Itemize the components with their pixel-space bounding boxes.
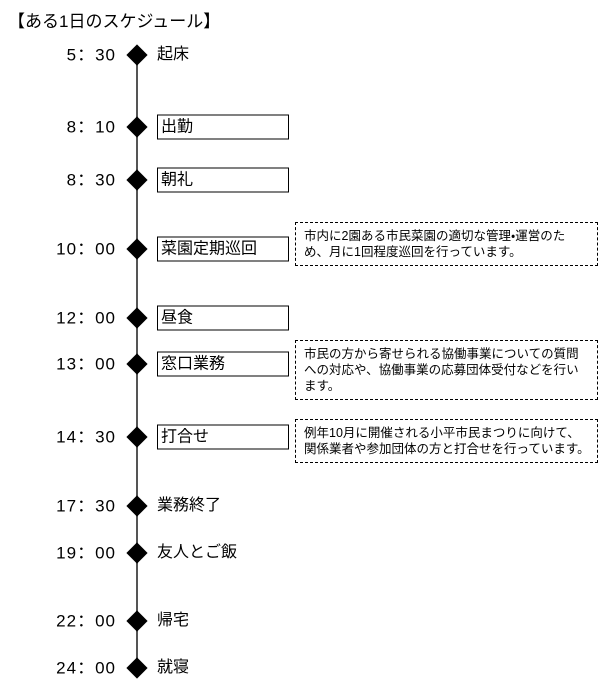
entry-time: 14：30 [56, 427, 116, 447]
entry-label: 菜園定期巡回 [157, 236, 289, 262]
entry-label: 就寝 [157, 659, 190, 676]
diamond-marker-icon [126, 353, 148, 375]
entry-time: 12：00 [56, 308, 116, 328]
entry-label: 昼食 [157, 305, 289, 331]
diamond-marker-icon [126, 307, 148, 329]
entry-label: 友人とご飯 [157, 544, 238, 561]
entry-note: 市民の方から寄せられる協働事業についての質問への対応や、協働事業の応募団体受付な… [295, 340, 598, 400]
diamond-marker-icon [126, 116, 148, 138]
entry-label: 起床 [157, 46, 190, 63]
entry-time: 19：00 [56, 543, 116, 563]
entry-time: 10：00 [56, 239, 116, 259]
diamond-marker-icon [126, 610, 148, 632]
entry-label: 打合せ [157, 424, 289, 450]
diamond-marker-icon [126, 495, 148, 517]
entry-time: 22：00 [56, 611, 116, 631]
diamond-marker-icon [126, 169, 148, 191]
diamond-marker-icon [126, 426, 148, 448]
entry-time: 13：00 [56, 354, 116, 374]
diamond-marker-icon [126, 542, 148, 564]
page-title: 【ある1日のスケジュール】 [8, 12, 221, 31]
entry-label: 窓口業務 [157, 351, 289, 377]
entry-note: 市内に2園ある市民菜園の適切な管理・運営のため、月に1回程度巡回を行っています。 [295, 222, 598, 266]
entry-time: 5：30 [66, 45, 116, 65]
diamond-marker-icon [126, 238, 148, 260]
diamond-marker-icon [126, 657, 148, 679]
entry-note: 例年10月に開催される小平市民まつりに向けて、関係業者や参加団体の方と打合せを行… [295, 419, 598, 463]
diamond-marker-icon [126, 44, 148, 66]
entry-label: 帰宅 [157, 612, 190, 629]
entry-time: 8：30 [66, 170, 116, 190]
entry-time: 8：10 [66, 117, 116, 137]
entry-time: 17：30 [56, 496, 116, 516]
entry-time: 24：00 [56, 658, 116, 678]
entry-label: 朝礼 [157, 167, 289, 193]
entry-label: 出勤 [157, 114, 289, 140]
entry-label: 業務終了 [157, 497, 222, 514]
